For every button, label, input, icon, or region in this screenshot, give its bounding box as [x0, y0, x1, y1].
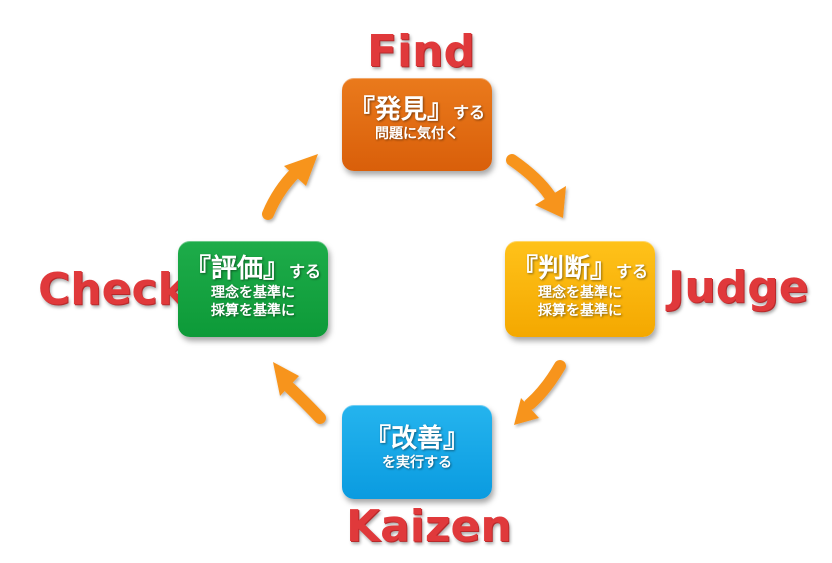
kaizen-step-title: 『改善』	[342, 425, 492, 454]
judge-step-desc-1: 理念を基準に	[538, 284, 622, 301]
judge-title-main: 『判断』	[511, 254, 616, 284]
check-title-main: 『評価』	[184, 254, 289, 284]
stage-label-kaizen: Kaizen	[346, 501, 512, 552]
kaizen-title-main: 『改善』	[364, 424, 469, 454]
find-step-title: 『発見』する	[342, 96, 492, 125]
check-title-suffix: する	[289, 262, 322, 281]
arrow-kaizen-to-check	[273, 362, 326, 424]
arrow-check-to-find	[262, 154, 318, 220]
arrow-judge-to-kaizen	[514, 360, 566, 425]
kaizen-step-box: 『改善』 を実行する	[342, 405, 492, 499]
stage-label-check: Check	[38, 264, 187, 315]
check-step-box: 『評価』する 理念を基準に 採算を基準に	[178, 241, 328, 337]
stage-label-find: Find	[367, 26, 475, 77]
check-step-desc-1: 理念を基準に	[211, 284, 295, 301]
stage-label-judge: Judge	[668, 262, 809, 313]
check-step-desc-2: 採算を基準に	[211, 303, 295, 320]
kaizen-step-desc-1: を実行する	[382, 454, 452, 471]
find-step-desc-1: 問題に気付く	[375, 125, 459, 142]
judge-step-desc-2: 採算を基準に	[538, 303, 622, 320]
judge-step-title: 『判断』する	[505, 255, 655, 284]
check-step-title: 『評価』する	[178, 255, 328, 284]
judge-step-box: 『判断』する 理念を基準に 採算を基準に	[505, 241, 655, 337]
find-step-box: 『発見』する 問題に気付く	[342, 78, 492, 171]
find-title-suffix: する	[453, 103, 486, 122]
arrow-find-to-judge	[506, 154, 566, 218]
find-title-main: 『発見』	[348, 95, 453, 125]
judge-title-suffix: する	[616, 262, 649, 281]
